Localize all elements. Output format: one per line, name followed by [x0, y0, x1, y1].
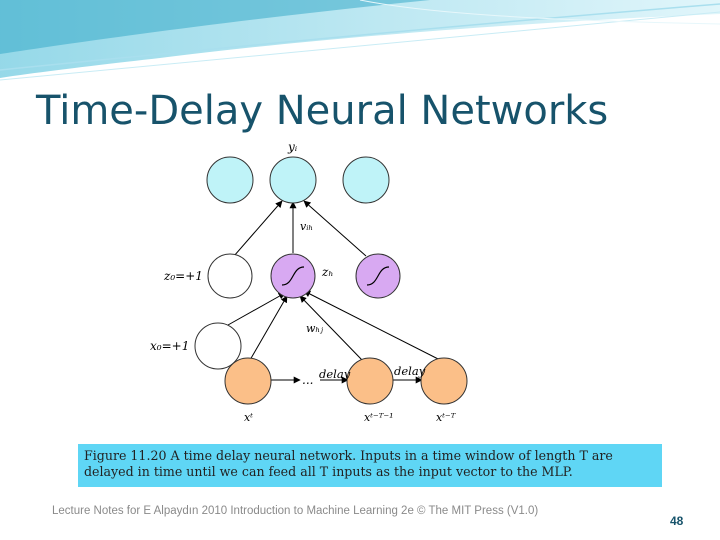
w-weight-label: wₕⱼ — [306, 322, 323, 335]
tdnn-diagram: yᵢ vᵢₕ z₀=+1 zₕ wₕⱼ x₀=+1 ... delay dela… — [148, 140, 468, 426]
delay-label-1: delay — [319, 367, 351, 381]
figure-caption: Figure 11.20 A time delay neural network… — [78, 444, 662, 487]
output-node-3 — [342, 156, 390, 204]
x0-label: x₀=+1 — [150, 339, 189, 353]
z0-label: z₀=+1 — [163, 269, 203, 283]
input-node-xt — [224, 357, 272, 405]
output-node-1 — [206, 156, 254, 204]
delay-label-2: delay — [394, 364, 426, 378]
input-node-xt-T-1 — [346, 357, 394, 405]
edge-z2-to-y — [303, 200, 367, 257]
header-decoration — [0, 0, 720, 81]
v-weight-label: vᵢₕ — [300, 220, 313, 233]
edge-xt-to-z — [249, 295, 288, 361]
edge-z0-to-y — [233, 200, 283, 257]
edge-xt1-to-z — [299, 295, 363, 361]
sigmoid-icon — [281, 266, 305, 286]
xt-T-label: xᵗ⁻ᵀ — [436, 411, 457, 424]
output-label: yᵢ — [287, 140, 298, 154]
edge-x0-to-z — [227, 292, 286, 326]
input-node-xt-T — [420, 357, 468, 405]
slide-title: Time-Delay Neural Networks — [36, 88, 609, 134]
slide-number: 48 — [670, 514, 684, 528]
footer-text: Lecture Notes for E Alpaydın 2010 Introd… — [52, 505, 539, 517]
xt-T-1-label: xᵗ⁻ᵀ⁻¹ — [364, 411, 394, 424]
bias-node-z0 — [207, 253, 253, 299]
bias-node-x0 — [194, 322, 242, 370]
zh-label: zₕ — [321, 265, 334, 279]
xt-label: xᵗ — [244, 411, 253, 424]
sigmoid-icon — [366, 266, 390, 286]
output-node-2 — [269, 156, 317, 204]
ellipsis-label: ... — [302, 373, 313, 387]
edge-xt2-to-z — [303, 290, 449, 365]
connections — [227, 200, 449, 384]
